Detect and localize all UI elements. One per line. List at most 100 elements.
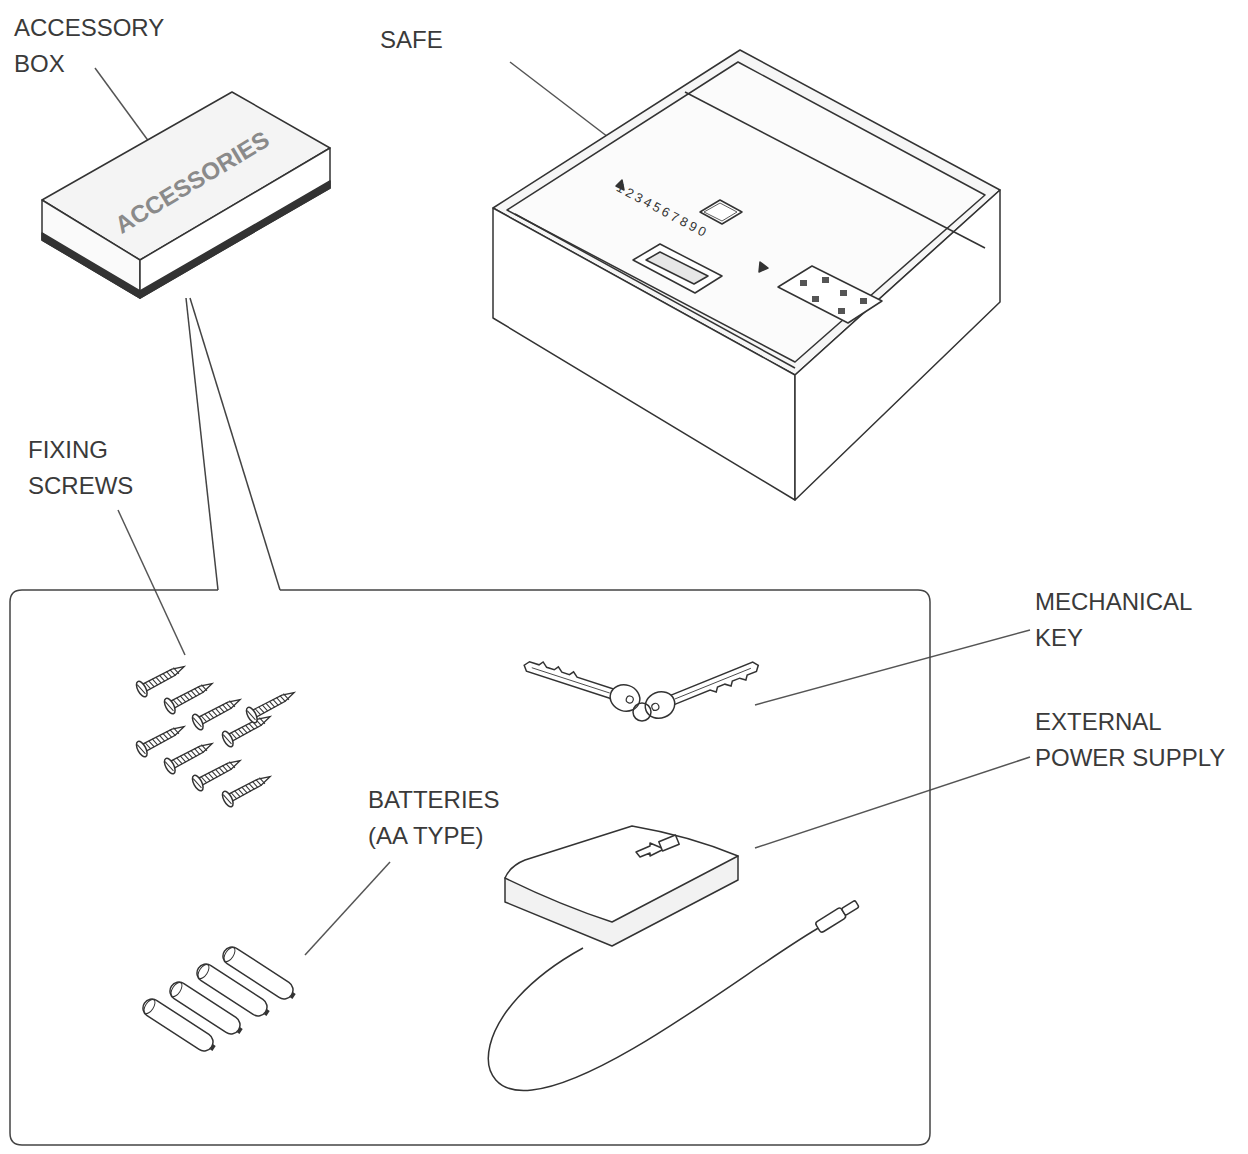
screw-thread <box>226 763 232 771</box>
screw-thread <box>229 700 235 708</box>
screw-thread <box>184 753 190 761</box>
screw-thread <box>252 781 258 789</box>
screw-thread <box>259 706 265 714</box>
screw-shank <box>228 773 272 802</box>
screw-thread <box>276 697 282 705</box>
screw-thread <box>219 705 225 713</box>
zoom-line <box>190 298 280 590</box>
screw-slot <box>193 716 201 728</box>
screw-thread <box>259 777 265 785</box>
screw-thread <box>156 676 162 684</box>
keys <box>520 653 763 723</box>
handle <box>633 244 722 293</box>
part-label: MECHANICAL KEY <box>1035 584 1215 656</box>
battery-terminal <box>210 1044 216 1051</box>
screw-head <box>220 730 235 749</box>
screw-slot <box>247 709 255 721</box>
screw-thread <box>212 770 218 778</box>
screw-thread <box>159 674 165 682</box>
screw-thread <box>242 726 248 734</box>
screw-thread <box>177 697 183 705</box>
screw-slot <box>223 733 231 745</box>
key-blade <box>523 657 617 699</box>
screw-thread <box>180 755 186 763</box>
key-hole <box>651 702 660 711</box>
screw-thread <box>242 786 248 794</box>
screw-thread <box>152 678 158 686</box>
screw-slot <box>137 743 145 755</box>
accessory-box <box>42 92 330 298</box>
screw-thread <box>191 689 197 697</box>
battery-end <box>142 998 157 1016</box>
screw-thread <box>163 672 169 680</box>
screw-thread <box>226 702 232 710</box>
screw-thread <box>201 684 207 692</box>
battery-end <box>222 946 237 964</box>
screw-head <box>190 774 205 793</box>
battery-terminal <box>264 1009 270 1016</box>
screw-thread <box>191 749 197 757</box>
screw <box>190 692 244 731</box>
door-line <box>685 92 985 248</box>
part-label: FIXING SCREWS <box>28 432 148 504</box>
screw-thread <box>235 790 241 798</box>
screw-thread <box>184 693 190 701</box>
screw-thread <box>229 761 235 769</box>
screws <box>134 659 298 808</box>
psu-icon <box>659 835 679 851</box>
screw-shank <box>198 757 242 786</box>
screw-thread <box>212 709 218 717</box>
screw-thread <box>187 691 193 699</box>
screw-thread <box>173 667 179 675</box>
leader-line <box>305 862 390 955</box>
part-label: ACCESSORY BOX <box>14 10 179 82</box>
screw-thread <box>149 680 155 688</box>
screw <box>190 753 244 792</box>
screw-thread <box>166 671 172 679</box>
display-digits <box>704 203 737 221</box>
screw-thread <box>245 724 251 732</box>
icon <box>800 280 807 286</box>
keypad-digits: 1234567890 <box>613 178 799 290</box>
screw <box>162 736 216 775</box>
screw-thread <box>280 695 286 703</box>
zoom-line <box>186 298 218 590</box>
screw-shank <box>170 740 214 769</box>
screw-head <box>190 713 205 732</box>
screw-thread <box>249 722 255 730</box>
screw-slot <box>137 683 145 695</box>
icon <box>822 277 829 283</box>
box-print: ACCESSORIES <box>108 94 324 243</box>
screw-thread <box>180 695 186 703</box>
safe <box>493 50 1000 500</box>
leader-line <box>118 510 185 655</box>
psu-top <box>505 826 738 922</box>
screw-thread <box>245 784 251 792</box>
screw-thread <box>177 757 183 765</box>
screw-thread <box>205 713 211 721</box>
screw-thread <box>149 740 155 748</box>
plug-tip <box>841 900 859 915</box>
screw <box>134 719 188 758</box>
battery-body <box>220 944 297 1003</box>
screw-thread <box>283 693 289 701</box>
screw-head <box>134 740 149 759</box>
accessory-panel <box>10 590 930 1145</box>
key-groove <box>675 668 751 699</box>
screw-thread <box>256 779 262 787</box>
screw-thread <box>238 788 244 796</box>
screw-thread <box>198 686 204 694</box>
screw-thread <box>235 730 241 738</box>
screw-shank <box>198 696 242 725</box>
key <box>520 653 643 715</box>
plug <box>815 899 860 934</box>
screw-head <box>244 706 259 725</box>
icon-panel <box>778 266 882 323</box>
screw-thread <box>152 738 158 746</box>
screw-thread <box>201 744 207 752</box>
screw-slot <box>223 793 231 805</box>
screw-thread <box>194 748 200 756</box>
screw-thread <box>166 731 172 739</box>
screw-thread <box>262 704 268 712</box>
